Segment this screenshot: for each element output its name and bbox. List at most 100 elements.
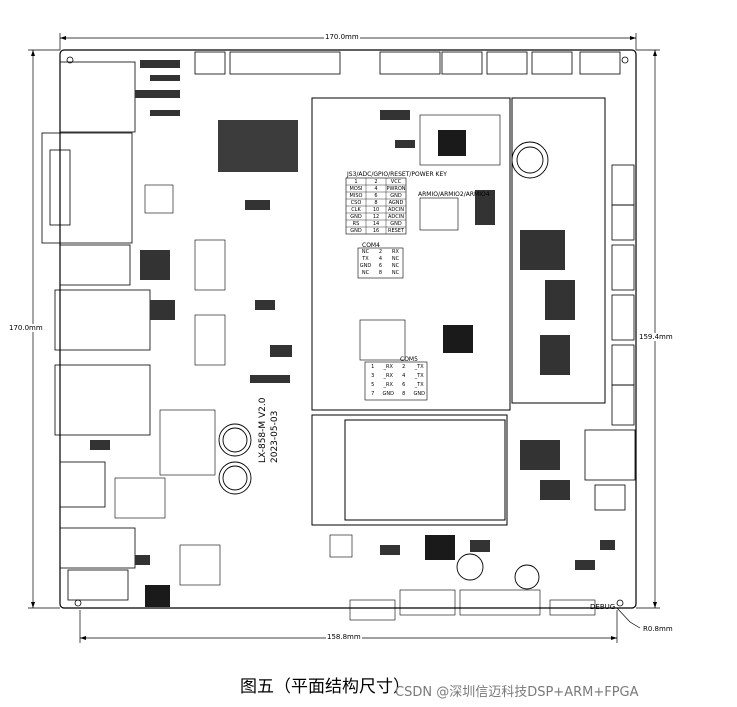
pin-table-cell: 6: [378, 263, 383, 269]
pin-table-cell: VCC: [390, 179, 402, 185]
pin-table-cell: 2: [378, 249, 383, 255]
board-outline: [59, 49, 637, 609]
dimension-arrows: [31, 36, 657, 640]
pin-table-cell: RS: [352, 221, 360, 227]
pin-table-cell: 10: [372, 207, 380, 213]
left-dimension-label: 170.0mm: [8, 324, 44, 332]
pin-table-row: NC 8 NC: [358, 270, 403, 277]
pin-table-row: GND 6 NC: [358, 263, 403, 270]
right-dimension-label: 159.4mm: [638, 333, 674, 341]
com4-label: COM4: [362, 242, 380, 249]
pin-table-cell: _RX: [383, 382, 393, 388]
pin-table-cell: RESET: [387, 228, 405, 234]
board-drawing: [28, 33, 660, 643]
pin-table-row: TX 4 NC: [358, 256, 403, 263]
mounting-holes: [66, 56, 629, 607]
pin-table-cell: GND: [359, 263, 372, 269]
pin-table-cell: RX: [392, 249, 399, 255]
capacitors: [218, 141, 549, 590]
com5-label: COM5: [400, 356, 418, 363]
pin-table-cell: 8: [402, 391, 406, 397]
pin-table-cell: _TX: [414, 382, 424, 388]
pin-table-cell: NC: [361, 249, 370, 255]
pin-table-cell: 8: [378, 270, 383, 276]
small-parts: [90, 60, 615, 570]
pin-table-cell: GND: [390, 193, 402, 199]
pin-table-cell: _TX: [414, 364, 424, 370]
misc-components: [114, 114, 596, 621]
pin-table-cell: 6: [402, 382, 406, 388]
pin-table-cell: 12: [372, 214, 380, 220]
com5-table-text: 1 _RX 2 _TX 3 _RX 4 _TX 5 _RX 6 _TX 7 GND 8 GND: [365, 363, 427, 399]
pin-table-row: MISO 6 GND: [346, 193, 406, 200]
pin-table-cell: TX: [362, 256, 369, 262]
bottom-dimension-label: 158.8mm: [326, 633, 362, 641]
left-connectors: [41, 61, 151, 601]
pin-table-cell: MISO: [349, 193, 363, 199]
board-date: 2023-05-03: [270, 410, 280, 463]
pin-table-cell: 4: [378, 256, 383, 262]
top-dimension-label: 170.0mm: [324, 33, 360, 41]
pin-table-cell: NC: [391, 263, 400, 269]
pin-table-cell: _TX: [414, 373, 424, 379]
pin-table-row: 7 GND 8 GND: [365, 390, 427, 399]
right-connectors: [584, 164, 636, 511]
chip-array: [145, 120, 473, 607]
pwr-key-header: JS3/ADC/GPIO/RESET/POWER KEY: [347, 171, 447, 178]
pin-table-row: 3 _RX 4 _TX: [365, 372, 427, 381]
pin-table-row: RS 14 GND: [346, 221, 406, 228]
pin-table-cell: GND: [382, 391, 394, 397]
pin-table-row: 5 _RX 6 _TX: [365, 381, 427, 390]
pin-table-row: 1 2 VCC: [346, 179, 406, 186]
pin-table-cell: _RX: [383, 364, 393, 370]
som-area: [311, 97, 606, 526]
pin-table-row: GND 16 RESET: [346, 228, 406, 235]
pin-table-main: [345, 177, 407, 235]
pin-table-cell: 3: [371, 373, 375, 379]
pin-table-cell: 14: [372, 221, 380, 227]
pin-table-row: 1 _RX 2 _TX: [365, 363, 427, 372]
pin-table-row: MOSI 4 PWRON: [346, 186, 406, 193]
pin-table-cell: GND: [350, 214, 362, 220]
pin-table-cell: 4: [374, 186, 378, 192]
pin-table-row: NC 2 RX: [358, 249, 403, 256]
pin-table-cell: MOSI: [349, 186, 363, 192]
pin-table-cell: 7: [371, 391, 375, 397]
pin-table-cell: 8: [374, 200, 378, 206]
debug-label: DEBUG: [590, 603, 616, 611]
pin-table-cell: GND: [413, 391, 425, 397]
board-model: LX-858-M V2.0: [258, 397, 268, 463]
pin-table-cell: GND: [350, 228, 362, 234]
pin-table-cell: 16: [372, 228, 380, 234]
dimension-lines: [28, 33, 660, 643]
pin-table-cell: GND: [390, 221, 402, 227]
pin-table-row: GND 12 ADCIN: [346, 214, 406, 221]
com-tables: [357, 197, 459, 401]
pin-table-cell: NC: [391, 256, 400, 262]
pin-table-cell: 1: [354, 179, 358, 185]
pin-table-cell: 2: [374, 179, 378, 185]
corner-radius-label: R0.8mm: [642, 625, 674, 633]
caption-watermark: CSDN @深圳信迈科技DSP+ARM+FPGA: [395, 685, 639, 700]
pin-table-cell: AGND: [388, 200, 404, 206]
pin-table-cell: NC: [361, 270, 370, 276]
pin-table-cell: 2: [402, 364, 406, 370]
pin-table-row: CLK 10 ADCIN: [346, 207, 406, 214]
pin-table-cell: CSO: [350, 200, 362, 206]
pin-table-cell: CLK: [351, 207, 361, 213]
armio-label: ARMIO/ARMIO2/ARMIO4: [418, 191, 490, 198]
pin-table-cell: 6: [374, 193, 378, 199]
pin-table-cell: 1: [371, 364, 375, 370]
pin-table-cell: 4: [402, 373, 406, 379]
caption-title: 图五（平面结构尺寸）: [240, 677, 410, 697]
pin-table-cell: 5: [371, 382, 375, 388]
pin-table-row: CSO 8 AGND: [346, 200, 406, 207]
pin-table-cell: NC: [391, 270, 400, 276]
pin-table-cell: ADCIN: [388, 207, 404, 213]
pin-table-cell: _RX: [383, 373, 393, 379]
top-headers: [194, 51, 621, 75]
pin-table-cell: PWRON: [386, 186, 406, 192]
pin-table-cell: ADCIN: [388, 214, 404, 220]
